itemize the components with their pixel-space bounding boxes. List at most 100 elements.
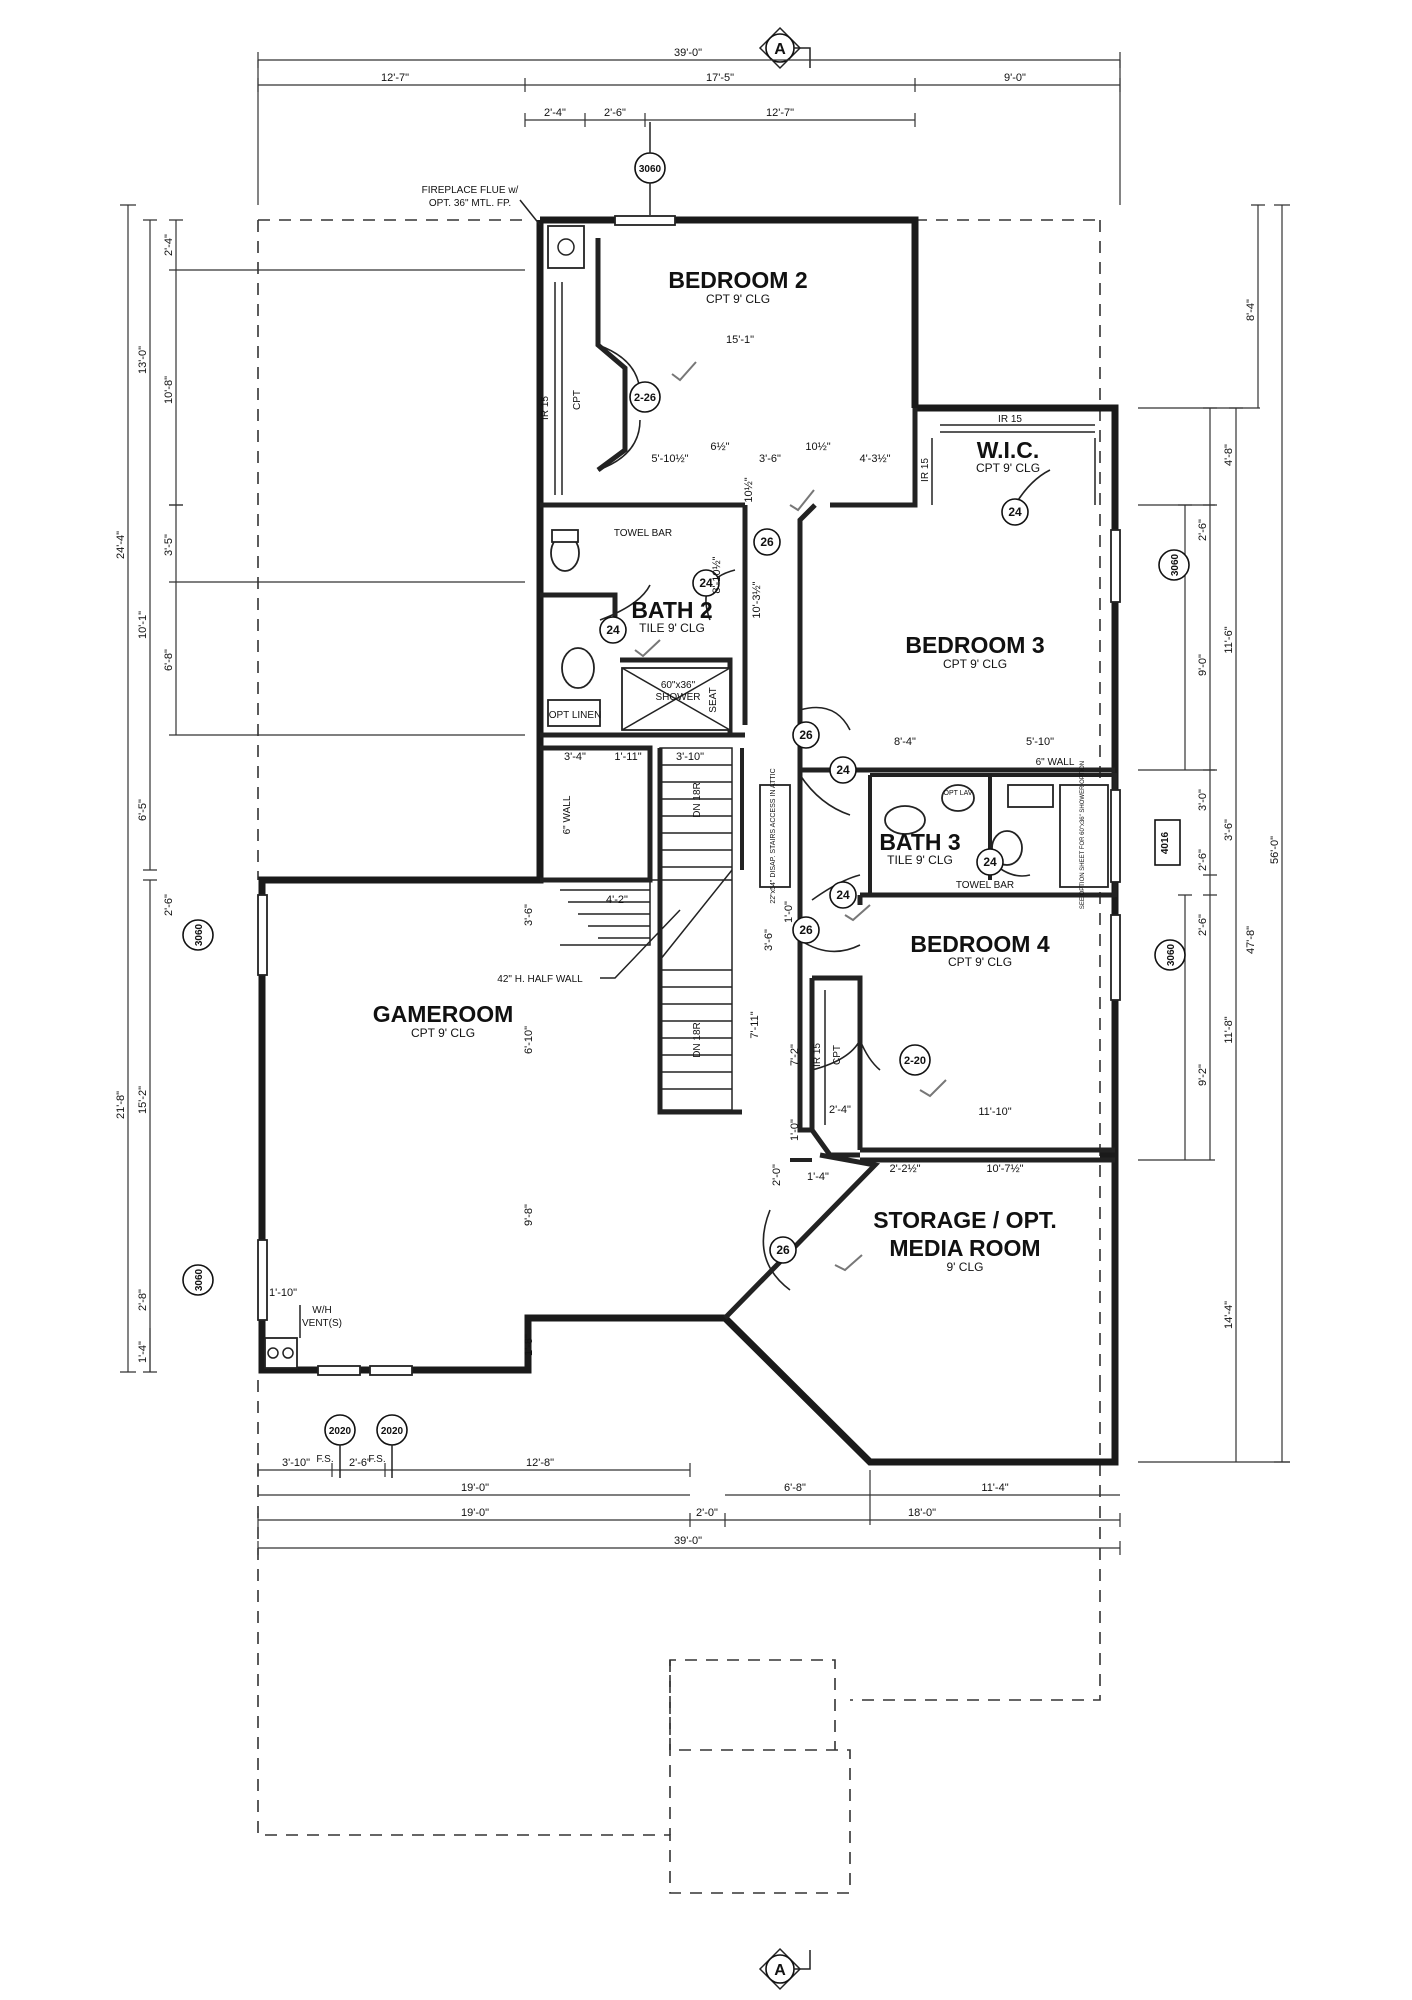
- room-finish: CPT 9' CLG: [411, 1026, 475, 1040]
- shower-note: SHOWER: [656, 692, 701, 703]
- dim-label: 12'-8": [526, 1457, 554, 1469]
- room-finish: CPT 9' CLG: [943, 657, 1007, 671]
- seat-note: SEAT: [708, 687, 719, 712]
- window-tag-2020: 2020 F.S.: [368, 1414, 408, 1478]
- dim-label: 10'-3½": [751, 581, 763, 618]
- fireplace-note-1: FIREPLACE FLUE w/: [422, 185, 519, 196]
- dim-label: 2'-4": [829, 1104, 851, 1116]
- dim-label: 11'-10": [978, 1106, 1011, 1118]
- closet-ir15-note: IR 15: [540, 396, 551, 420]
- door-tag-24: 24: [599, 616, 627, 644]
- door-tag-26: 26: [792, 916, 820, 944]
- dim-label: 6'-8": [163, 649, 175, 671]
- stairs: [560, 747, 733, 1111]
- room-finish: 9' CLG: [947, 1260, 984, 1274]
- dim-label: 6'-5": [137, 799, 149, 821]
- svg-text:2-20: 2-20: [904, 1055, 926, 1067]
- annotations: FIREPLACE FLUE w/ OPT. 36" MTL. FP. TOWE…: [299, 185, 1086, 1338]
- dim-label: 10'-8": [163, 376, 175, 404]
- dim-label: 3'-0": [1197, 789, 1209, 811]
- svg-text:2-26: 2-26: [634, 392, 656, 404]
- window-tag-3060: 3060: [1158, 549, 1190, 581]
- dim-label: 3'-6": [763, 929, 775, 951]
- room-name: BATH 2: [631, 597, 712, 623]
- dim-label: 6½": [710, 441, 729, 453]
- dim-label: 19'-0": [461, 1482, 489, 1494]
- door-tag-24: 24: [976, 848, 1004, 876]
- half-wall-note: 42" H. HALF WALL: [497, 974, 583, 985]
- room-bedroom-2: BEDROOM 2 CPT 9' CLG: [668, 267, 807, 306]
- exterior-walls: [258, 216, 1119, 1466]
- room-finish: TILE 9' CLG: [887, 853, 953, 867]
- dim-label: 4'-8": [1223, 444, 1235, 466]
- dim-label: 11'-4": [981, 1482, 1008, 1494]
- dim-label: 4'-2": [606, 894, 628, 906]
- dim-label: 5'-10": [1026, 736, 1054, 748]
- dim-label: 8'-4": [894, 736, 916, 748]
- dim-label: 3'-10": [676, 751, 704, 763]
- door-tag-24: 24: [692, 569, 720, 597]
- door-tag-24: 24: [829, 756, 857, 784]
- dim-label: 11'-8": [1223, 1016, 1235, 1043]
- room-wic: W.I.C. CPT 9' CLG: [976, 437, 1040, 475]
- svg-text:2020: 2020: [381, 1426, 404, 1437]
- svg-text:24: 24: [606, 623, 620, 637]
- door-tag-24: 24: [1001, 498, 1029, 526]
- svg-text:26: 26: [799, 923, 813, 937]
- dim-label: 3'-6": [1223, 819, 1235, 841]
- door-tag-26: 26: [769, 1236, 797, 1264]
- dim-label: 1'-0": [789, 1119, 801, 1141]
- dim-label: 6'-10": [523, 1026, 535, 1054]
- closet-ir15-note-2: IR 15: [812, 1043, 823, 1067]
- dim-label: 39'-0": [674, 47, 702, 59]
- dim-label: 9'-0": [1004, 72, 1026, 84]
- svg-text:24: 24: [1008, 505, 1022, 519]
- dim-label: 15'-1": [726, 334, 754, 346]
- windows: [257, 215, 1121, 1376]
- interior-walls: [540, 238, 1117, 1320]
- wic-ir15-note: IR 15: [998, 414, 1022, 425]
- shower-size-note: 60"x36": [661, 680, 696, 691]
- window-tag-3080: 3060: [1154, 939, 1186, 971]
- svg-text:3060: 3060: [639, 164, 662, 175]
- room-bath-2: BATH 2 TILE 9' CLG: [631, 597, 712, 635]
- door-tag-2-26: 2-26: [629, 381, 661, 413]
- window-tag-3060: 3060: [634, 122, 666, 215]
- dim-label: 2'-6": [1197, 914, 1209, 936]
- dim-label: 39'-0": [674, 1535, 702, 1547]
- dim-label: 2'-2½": [889, 1163, 920, 1175]
- section-marker-label: A: [774, 1962, 786, 1979]
- shower-option-note: SEE OPTION SHEET FOR 60"x36" SHOWER OPTI…: [1080, 761, 1086, 909]
- dim-label: 1'-0": [783, 901, 795, 923]
- wic-ir15-note-2: IR 15: [920, 458, 931, 482]
- room-name: BEDROOM 3: [905, 632, 1044, 658]
- dim-label: 5'-10½": [651, 453, 688, 465]
- svg-text:2020: 2020: [329, 1426, 352, 1437]
- dim-label: 8'-4": [1245, 299, 1257, 321]
- window-tags: 3060 3060 4016 3060 3060 3060 2020 F.S.: [182, 122, 1190, 1478]
- room-bedroom-4: BEDROOM 4 CPT 9' CLG: [910, 931, 1050, 969]
- dim-label: 7'-2": [789, 1044, 801, 1066]
- opt-linen-note: OPT LINEN: [549, 710, 602, 721]
- window-tag-4016: 4016: [1154, 819, 1181, 866]
- dim-label: 14'-4": [1223, 1301, 1235, 1329]
- section-marker-bottom: A: [758, 1947, 811, 1991]
- dim-label: 2'-6": [163, 894, 175, 916]
- dim-label: 21'-8": [115, 1091, 127, 1119]
- room-gameroom: GAMEROOM CPT 9' CLG: [373, 1001, 514, 1040]
- dim-label: 1'-11": [614, 751, 641, 763]
- dim-label: 17'-5": [706, 72, 734, 84]
- dim-label: 7'-11": [749, 1011, 761, 1038]
- fireplace-note-2: OPT. 36" MTL. FP.: [429, 198, 511, 209]
- svg-text:3060: 3060: [194, 1268, 205, 1291]
- door-tag-24: 24: [829, 881, 857, 909]
- dim-label: 3'-6": [759, 453, 781, 465]
- dim-label: 19'-0": [461, 1507, 489, 1519]
- svg-text:F.S.: F.S.: [368, 1454, 385, 1465]
- towel-bar-note-2: TOWEL BAR: [956, 880, 1014, 891]
- dim-label: 3'-6": [523, 904, 535, 926]
- dim-label: 1'-4": [807, 1171, 829, 1183]
- dim-label: 2'-4": [163, 234, 175, 256]
- svg-text:26: 26: [799, 728, 813, 742]
